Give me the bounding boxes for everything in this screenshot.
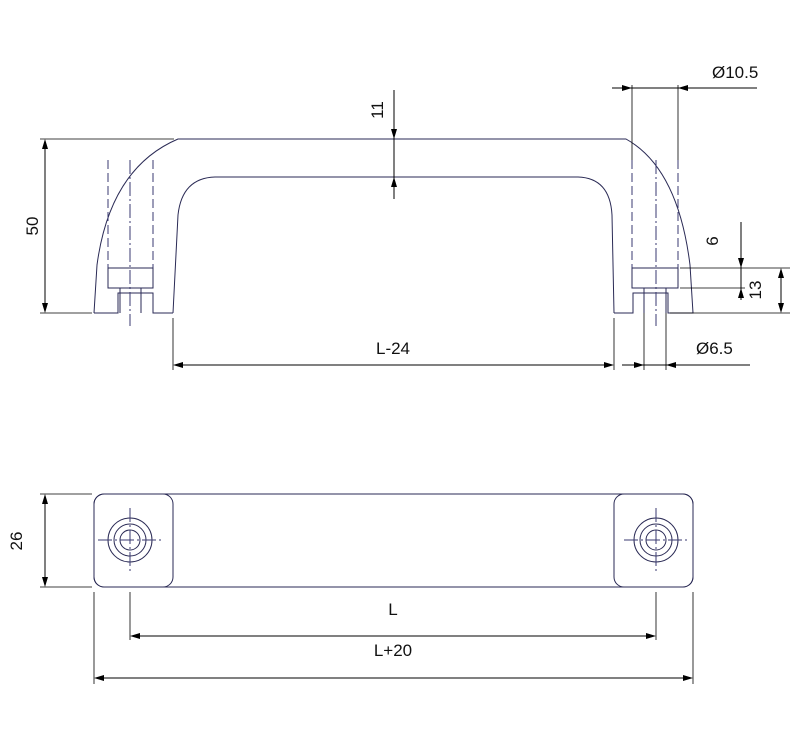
handle-left-foot [94,292,173,314]
dimension-height-50: 50 [23,138,174,314]
dimension-inner-span: L-24 [172,318,615,370]
dimension-label-50: 50 [23,217,42,236]
handle-outer-outline [93,138,694,314]
top-view [93,493,694,588]
dimension-label-thread-dia: Ø6.5 [696,339,733,358]
dimension-bore-diameter: Ø10.5 [612,63,758,160]
left-boss [93,493,174,588]
dimension-depths: 6 13 [670,222,790,314]
handle-top-outline [93,493,694,588]
right-insert [631,267,679,289]
dimension-overall-length: L+20 [93,592,694,684]
dimension-width-26: 26 [7,493,92,588]
dimension-label-l: L [388,600,397,619]
dimension-label-13: 13 [746,281,765,300]
dimension-label-bore-dia: Ø10.5 [712,63,758,82]
dimension-label-l24: L-24 [376,339,410,358]
dimension-hole-pitch: L [129,592,657,640]
dimension-thread-diameter: Ø6.5 [622,313,750,370]
handle-inner-outline [172,176,615,314]
dimension-label-26: 26 [7,532,26,551]
dimension-thickness-11: 11 [368,90,397,199]
dimension-label-11: 11 [368,101,387,119]
dimension-label-6: 6 [703,236,722,245]
front-view [93,138,694,326]
dimension-label-l20: L+20 [374,641,412,660]
right-boss [613,493,694,588]
